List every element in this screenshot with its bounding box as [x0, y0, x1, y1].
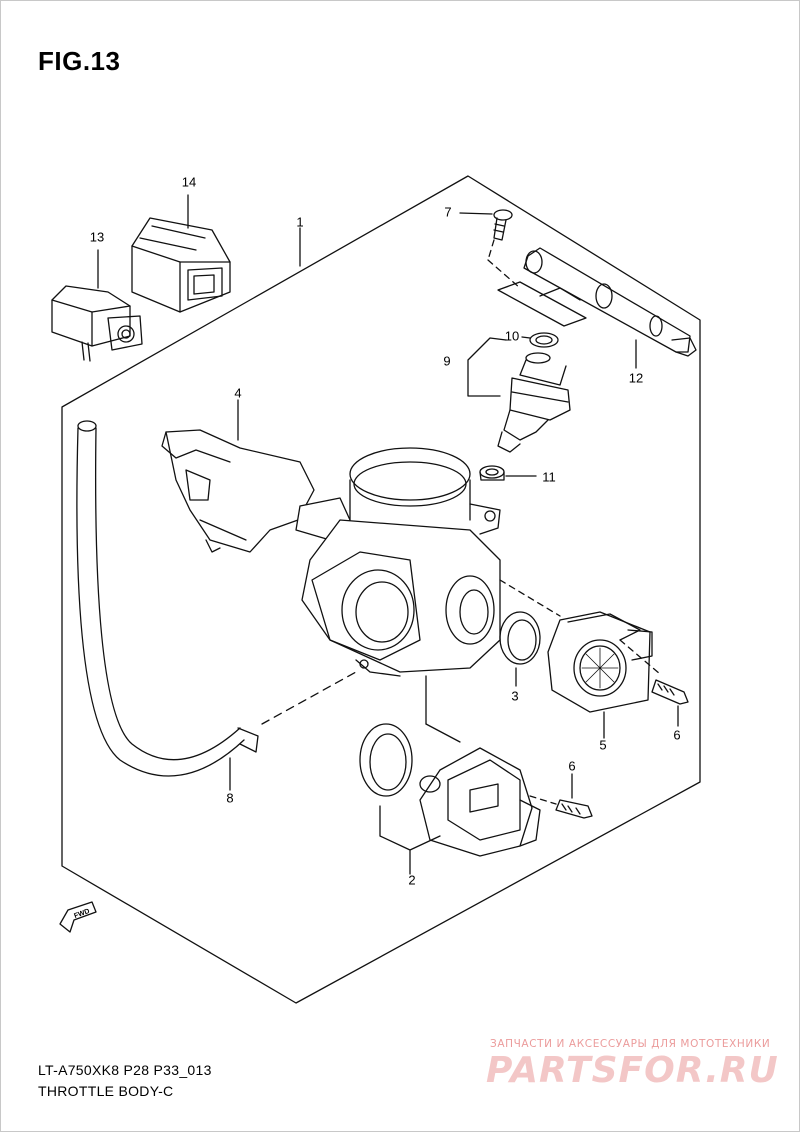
callout-14[interactable]: 14: [181, 174, 197, 190]
screw-part: [459, 209, 521, 289]
hose-part: [76, 420, 357, 791]
fuel-pipe-part: [497, 247, 697, 369]
callout-8[interactable]: 8: [226, 790, 234, 806]
throttle-body-part: [295, 447, 501, 677]
group-bracket-2: [379, 805, 441, 875]
callout-2[interactable]: 2: [408, 872, 416, 888]
callout-12[interactable]: 12: [628, 370, 644, 386]
bracket-part: [161, 399, 315, 553]
callout-7[interactable]: 7: [444, 204, 452, 220]
watermark-caption: ЗАПЧАСТИ И АКСЕССУАРЫ ДЛЯ МОТОТЕХНИКИ: [490, 1038, 771, 1050]
section-name: THROTTLE BODY-C: [38, 1083, 174, 1099]
seal-part: [479, 465, 505, 479]
model-code: LT-A750XK8 P28 P33_013: [38, 1062, 212, 1078]
callout-5[interactable]: 5: [599, 737, 607, 753]
oring-part: [529, 332, 559, 348]
callout-10[interactable]: 10: [504, 328, 520, 344]
coupler-cover-part: [131, 194, 231, 313]
screw-part-6a: [651, 679, 689, 727]
connector-part: [51, 249, 143, 362]
injector-part: [467, 337, 571, 453]
watermark-logo: PARTSFOR.RU: [486, 1050, 779, 1091]
callout-1[interactable]: 1: [296, 214, 304, 230]
throttle-oring-part: [499, 611, 541, 687]
figure-title: FIG.13: [38, 46, 121, 76]
callout-13[interactable]: 13: [89, 229, 105, 245]
screw-part-6b: [555, 773, 593, 819]
callout-9[interactable]: 9: [443, 353, 451, 369]
tps-part: [547, 611, 653, 739]
iac-valve-part: [359, 723, 541, 857]
callout-6[interactable]: 6: [673, 727, 681, 743]
callout-4[interactable]: 4: [234, 385, 242, 401]
assembly-outline: [61, 175, 701, 1004]
callout-3[interactable]: 3: [511, 688, 519, 704]
callout-11[interactable]: 11: [542, 469, 556, 485]
callout-6[interactable]: 6: [568, 758, 576, 774]
fwd-arrow-icon: [59, 901, 97, 933]
